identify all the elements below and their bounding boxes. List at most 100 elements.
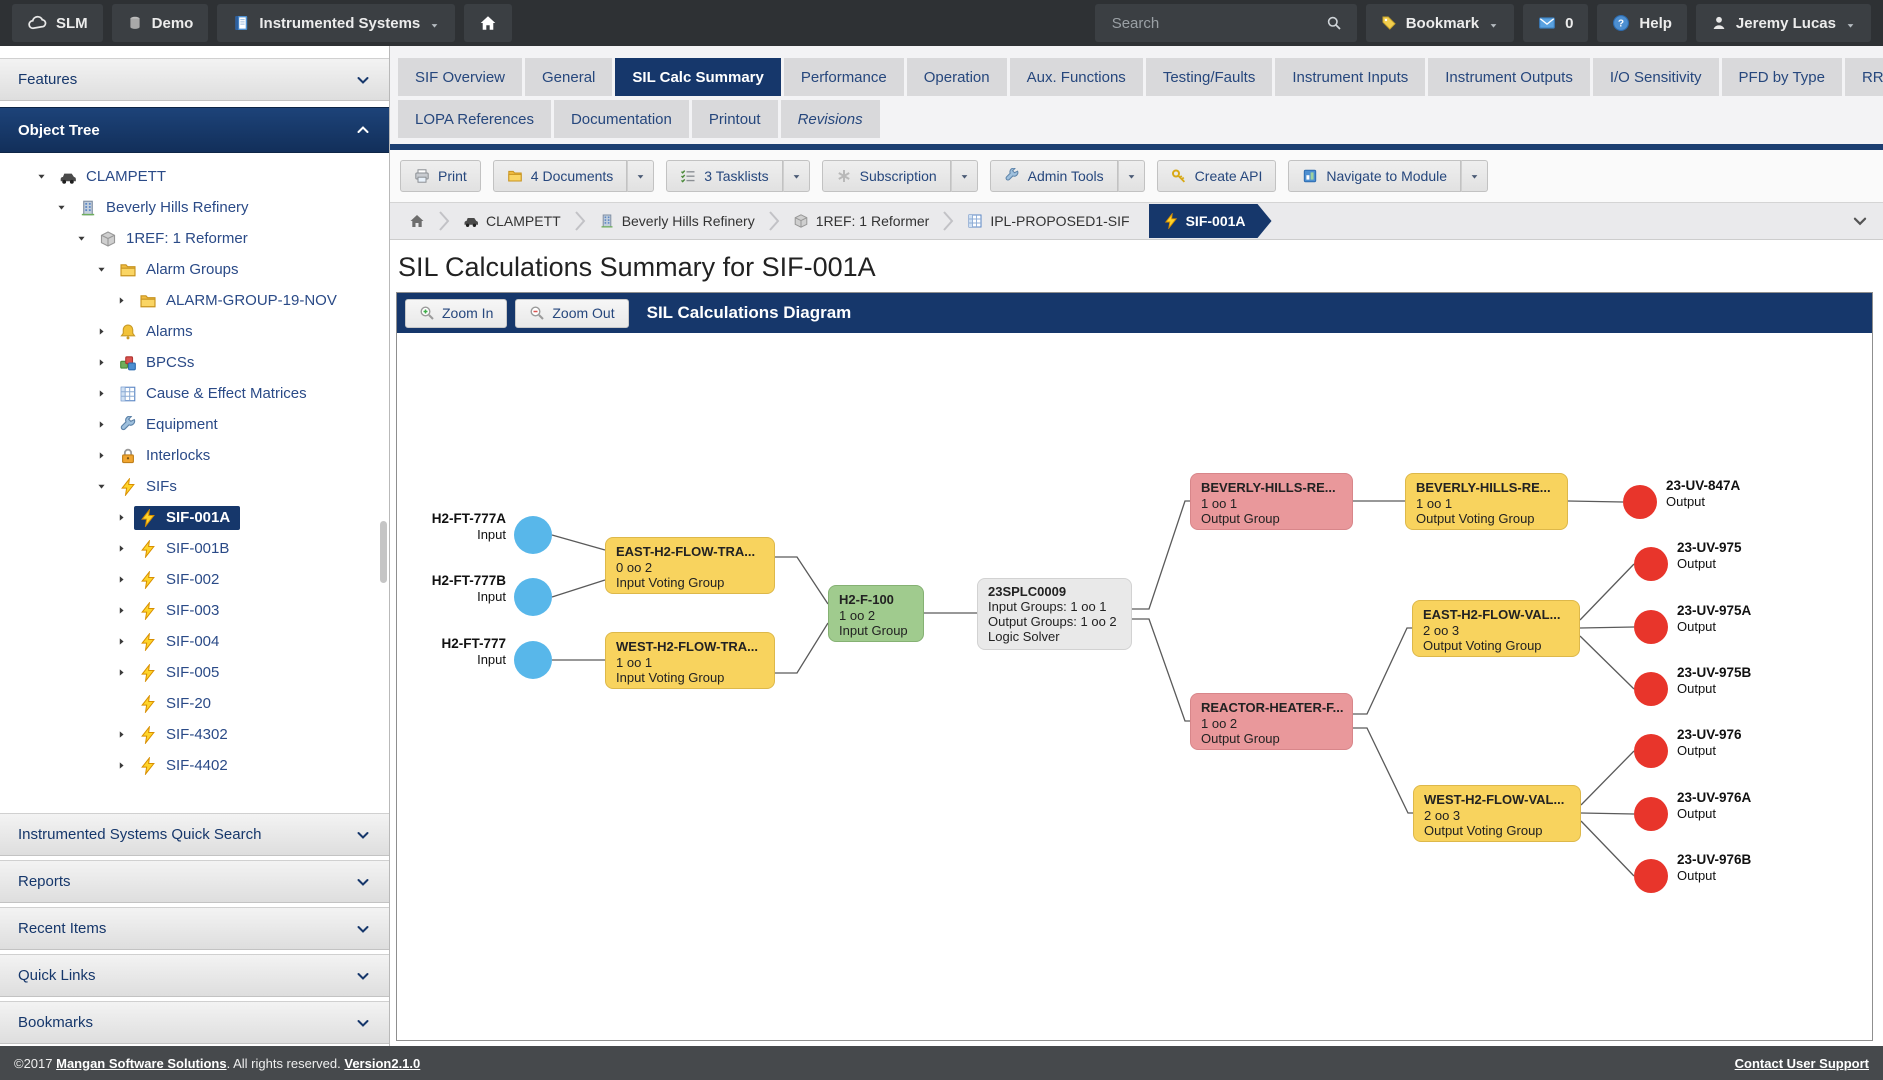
- tree-scrollbar[interactable]: [380, 521, 387, 583]
- tree-item-body[interactable]: CLAMPETT: [54, 165, 176, 189]
- breadcrumb-1ref-1-reformer[interactable]: 1REF: 1 Reformer: [782, 203, 941, 240]
- expander-expand-icon[interactable]: [114, 760, 128, 771]
- print-button[interactable]: Print: [400, 160, 481, 192]
- tree-item-sif-001a[interactable]: SIF-001A: [0, 502, 389, 533]
- tab-pfd-by-type[interactable]: PFD by Type: [1721, 58, 1842, 96]
- 3-tasklists-dropdown-caret[interactable]: [782, 160, 810, 192]
- tree-item-interlocks[interactable]: Interlocks: [0, 440, 389, 471]
- help-button[interactable]: Help: [1597, 4, 1687, 42]
- tab-testing-faults[interactable]: Testing/Faults: [1145, 58, 1273, 96]
- tree-item-body[interactable]: BPCSs: [114, 351, 204, 375]
- navigate-to-module-dropdown-caret[interactable]: [1461, 160, 1489, 192]
- tree-item-alarm-groups[interactable]: Alarm Groups: [0, 254, 389, 285]
- tree-item-body[interactable]: SIF-4302: [134, 723, 238, 747]
- expander-expand-icon[interactable]: [94, 326, 108, 337]
- tree-item-1ref-1-reformer[interactable]: 1REF: 1 Reformer: [0, 223, 389, 254]
- features-section-header[interactable]: Features: [0, 58, 389, 101]
- expander-collapse-icon[interactable]: [54, 202, 68, 213]
- expander-collapse-icon[interactable]: [94, 481, 108, 492]
- tab-lopa-references[interactable]: LOPA References: [398, 100, 551, 138]
- 3-tasklists-button[interactable]: 3 Tasklists: [666, 160, 783, 192]
- tab-rrf-by-type[interactable]: RRF by Type: [1844, 58, 1883, 96]
- tree-item-sif-4302[interactable]: SIF-4302: [0, 719, 389, 750]
- expander-expand-icon[interactable]: [114, 605, 128, 616]
- tree-item-sif-20[interactable]: SIF-20: [0, 688, 389, 719]
- home-button[interactable]: [464, 4, 513, 42]
- expander-expand-icon[interactable]: [94, 419, 108, 430]
- tree-item-sifs[interactable]: SIFs: [0, 471, 389, 502]
- tab-printout[interactable]: Printout: [691, 100, 778, 138]
- tree-item-equipment[interactable]: Equipment: [0, 409, 389, 440]
- expander-expand-icon[interactable]: [114, 512, 128, 523]
- zoom-in-button[interactable]: Zoom In: [405, 298, 508, 328]
- tab-sil-calc-summary[interactable]: SIL Calc Summary: [615, 58, 781, 96]
- tree-item-body[interactable]: SIF-005: [134, 661, 229, 685]
- subscription-button[interactable]: Subscription: [821, 160, 951, 192]
- tab-documentation[interactable]: Documentation: [553, 100, 689, 138]
- tree-item-clampett[interactable]: CLAMPETT: [0, 161, 389, 192]
- tree-item-sif-003[interactable]: SIF-003: [0, 595, 389, 626]
- breadcrumb-sif-001a[interactable]: SIF-001A: [1149, 204, 1272, 238]
- tab-general[interactable]: General: [525, 58, 613, 96]
- tree-item-sif-004[interactable]: SIF-004: [0, 626, 389, 657]
- tree-item-body[interactable]: SIFs: [114, 475, 187, 499]
- expander-expand-icon[interactable]: [94, 388, 108, 399]
- expander-expand-icon[interactable]: [114, 574, 128, 585]
- search-input[interactable]: [1109, 13, 1315, 33]
- expander-collapse-icon[interactable]: [94, 264, 108, 275]
- tree-item-body[interactable]: Equipment: [114, 413, 228, 437]
- output-node-23-uv-975[interactable]: [1634, 547, 1668, 581]
- breadcrumb-collapse-chevron-icon[interactable]: [1851, 212, 1869, 230]
- tab-i-o-sensitivity[interactable]: I/O Sensitivity: [1592, 58, 1719, 96]
- sidebar-section-instrumented-systems-quick-search[interactable]: Instrumented Systems Quick Search: [0, 813, 389, 856]
- notifications-button[interactable]: 0: [1523, 4, 1589, 42]
- expander-expand-icon[interactable]: [114, 543, 128, 554]
- navigate-to-module-button[interactable]: Navigate to Module: [1288, 160, 1462, 192]
- tree-item-body[interactable]: SIF-001B: [134, 537, 239, 561]
- subscription-dropdown-caret[interactable]: [950, 160, 978, 192]
- module-menu[interactable]: Instrumented Systems: [217, 4, 456, 42]
- admin-tools-dropdown-caret[interactable]: [1117, 160, 1145, 192]
- search-icon[interactable]: [1326, 15, 1342, 31]
- tab-aux-functions[interactable]: Aux. Functions: [1009, 58, 1143, 96]
- 4-documents-dropdown-caret[interactable]: [627, 160, 655, 192]
- breadcrumb-ipl-proposed1-sif[interactable]: IPL-PROPOSED1-SIF: [956, 203, 1140, 240]
- 4-documents-button[interactable]: 4 Documents: [492, 160, 628, 192]
- sidebar-section-bookmarks[interactable]: Bookmarks: [0, 1001, 389, 1044]
- tree-item-cause-effect-matrices[interactable]: Cause & Effect Matrices: [0, 378, 389, 409]
- tree-item-body[interactable]: SIF-001A: [134, 505, 241, 530]
- contact-support-link[interactable]: Contact User Support: [1734, 1055, 1869, 1071]
- input-node-h2-ft-777a[interactable]: [514, 516, 552, 554]
- breadcrumb-beverly-hills-refinery[interactable]: Beverly Hills Refinery: [588, 203, 766, 240]
- tree-item-sif-002[interactable]: SIF-002: [0, 564, 389, 595]
- output-node-23-uv-975b[interactable]: [1634, 672, 1668, 706]
- tree-item-sif-001b[interactable]: SIF-001B: [0, 533, 389, 564]
- slm-logo[interactable]: SLM: [12, 4, 103, 42]
- breadcrumb-clampett[interactable]: CLAMPETT: [452, 203, 572, 240]
- tree-item-alarms[interactable]: Alarms: [0, 316, 389, 347]
- tree-item-body[interactable]: SIF-20: [134, 692, 221, 716]
- tree-item-body[interactable]: Alarms: [114, 320, 203, 344]
- tree-item-bpcss[interactable]: BPCSs: [0, 347, 389, 378]
- input-node-h2-ft-777b[interactable]: [514, 578, 552, 616]
- zoom-out-button[interactable]: Zoom Out: [515, 298, 629, 328]
- breadcrumb-home[interactable]: [398, 203, 436, 240]
- tree-item-sif-4402[interactable]: SIF-4402: [0, 750, 389, 781]
- input-node-h2-ft-777[interactable]: [514, 641, 552, 679]
- expander-collapse-icon[interactable]: [34, 171, 48, 182]
- tab-instrument-inputs[interactable]: Instrument Inputs: [1275, 58, 1426, 96]
- output-node-23-uv-976a[interactable]: [1634, 797, 1668, 831]
- create-api-button[interactable]: Create API: [1156, 160, 1277, 192]
- output-node-23-uv-976b[interactable]: [1634, 859, 1668, 893]
- expander-expand-icon[interactable]: [114, 667, 128, 678]
- tree-item-sif-005[interactable]: SIF-005: [0, 657, 389, 688]
- company-link[interactable]: Mangan Software Solutions: [56, 1055, 227, 1071]
- sidebar-section-recent-items[interactable]: Recent Items: [0, 907, 389, 950]
- tree-item-body[interactable]: SIF-003: [134, 599, 229, 623]
